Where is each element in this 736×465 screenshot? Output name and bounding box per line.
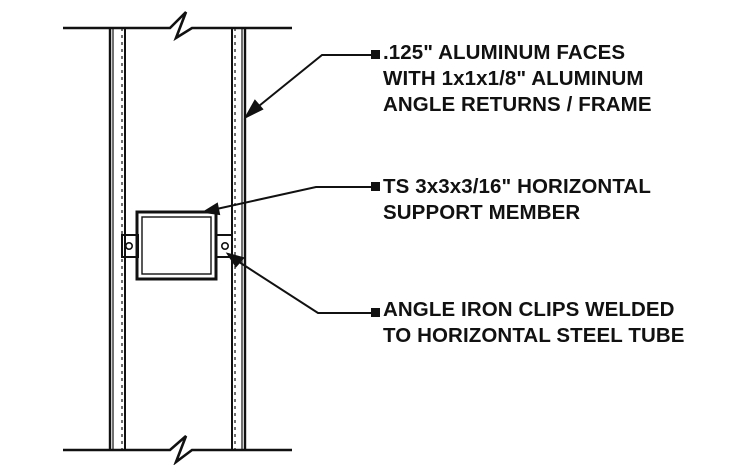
bottom-break-line	[63, 435, 292, 465]
note-angle-clips: ANGLE IRON CLIPS WELDED TO HORIZONTAL ST…	[383, 297, 685, 349]
note-tube-line-1: TS 3x3x3/16" HORIZONTAL	[383, 175, 651, 198]
note-support-member: TS 3x3x3/16" HORIZONTAL SUPPORT MEMBER	[383, 174, 651, 226]
note-faces-line-2: WITH 1x1x1/8" ALUMINUM	[383, 67, 644, 90]
note-tube-line-2: SUPPORT MEMBER	[383, 201, 581, 224]
right-aluminum-face	[231, 28, 247, 450]
right-angle-clip	[215, 234, 233, 258]
leader-clips	[225, 252, 380, 317]
note-clips-line-1: ANGLE IRON CLIPS WELDED	[383, 298, 675, 321]
left-angle-clip	[121, 234, 139, 258]
note-clips-line-2: TO HORIZONTAL STEEL TUBE	[383, 324, 685, 347]
note-faces-line-1: .125" ALUMINUM FACES	[383, 41, 626, 64]
note-faces-line-3: ANGLE RETURNS / FRAME	[383, 93, 652, 116]
leader-faces	[243, 50, 380, 120]
top-break-line	[63, 11, 292, 42]
note-aluminum-faces: .125" ALUMINUM FACES WITH 1x1x1/8" ALUMI…	[383, 40, 652, 118]
leader-tube	[201, 182, 380, 216]
horizontal-steel-tube	[135, 210, 218, 281]
